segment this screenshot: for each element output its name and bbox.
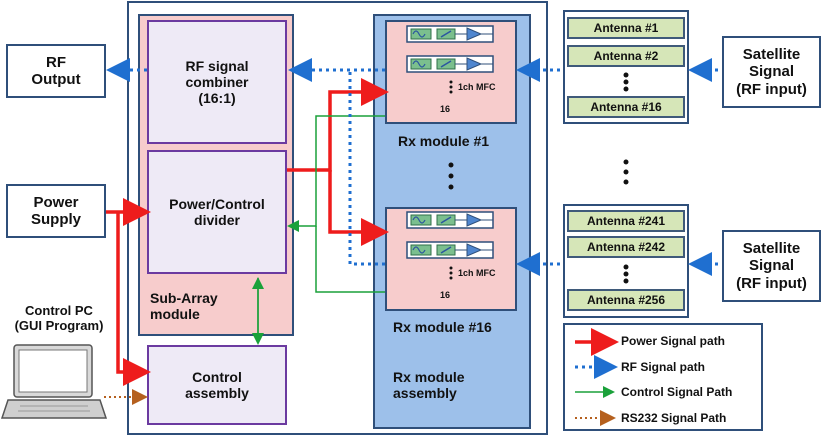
rf-output: RF Output [6, 44, 106, 98]
mfc-channel [406, 211, 494, 229]
mfc-count-16: 16 [440, 290, 451, 300]
antenna-242: Antenna #242 [567, 236, 685, 258]
laptop-icon [0, 344, 108, 419]
mfc-channel [406, 25, 494, 43]
rx-assembly-label: Rx module assembly [393, 369, 465, 402]
power-paths [106, 78, 389, 386]
antenna-241: Antenna #241 [567, 210, 685, 232]
rx-module-16-label: Rx module #16 [393, 319, 492, 335]
mfc-label-16: 1ch MFC [458, 268, 496, 278]
mfc-label-1: 1ch MFC [458, 82, 496, 92]
antenna-16: Antenna #16 [567, 96, 685, 118]
mfc-channel [406, 241, 494, 259]
legend-power: Power Signal path [621, 334, 726, 348]
control-assembly: Control assembly [147, 345, 287, 425]
legend-rf: RF Signal path [621, 360, 705, 374]
legend-control: Control Signal Path [621, 385, 733, 399]
rx-module-1-label: Rx module #1 [398, 133, 490, 149]
power-control-divider: Power/Control divider [147, 150, 287, 274]
legend-swatches [575, 328, 619, 426]
mfc-count-1: 16 [440, 104, 451, 114]
ellipsis-dots [448, 72, 629, 284]
mfc-strips [406, 25, 494, 259]
antenna-1: Antenna #1 [567, 17, 685, 39]
satellite-signal-bottom: Satellite Signal (RF input) [722, 230, 821, 302]
mfc-channel [406, 55, 494, 73]
control-pc-label: Control PC (GUI Program) [14, 303, 104, 333]
power-supply: Power Supply [6, 184, 106, 238]
antenna-256: Antenna #256 [567, 289, 685, 311]
rf-paths [106, 58, 718, 276]
rf-signal-combiner: RF signal combiner (16:1) [147, 20, 287, 144]
satellite-signal-top: Satellite Signal (RF input) [722, 36, 821, 108]
legend-rs232: RS232 Signal Path [621, 411, 727, 425]
control-paths [252, 115, 385, 345]
sub-array-label: Sub-Array module [150, 290, 218, 323]
antenna-2: Antenna #2 [567, 45, 685, 67]
